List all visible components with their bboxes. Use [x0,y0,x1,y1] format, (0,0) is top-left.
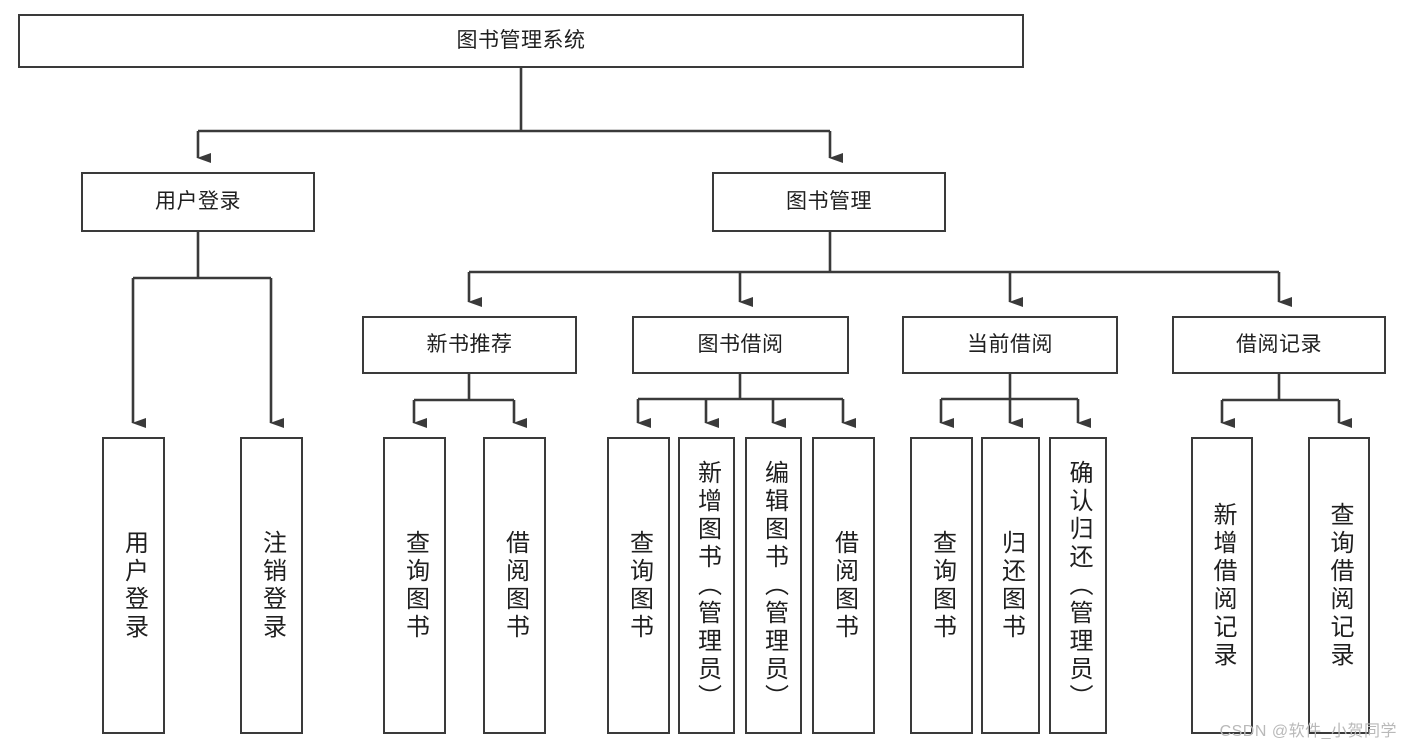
node-leaf-borrow-book-recommend[interactable]: 借阅图书 [483,437,546,734]
node-leaf-confirm-return-admin[interactable]: 确认归还（管理员） [1049,437,1107,734]
node-label: 图书管理系统 [456,29,586,53]
node-label: 归还图书 [997,529,1025,642]
node-label: 借阅图书 [501,529,529,642]
node-current-borrow[interactable]: 当前借阅 [902,316,1118,374]
node-book-borrow[interactable]: 图书借阅 [632,316,849,374]
node-label: 图书借阅 [697,333,784,357]
node-leaf-return-book[interactable]: 归还图书 [981,437,1040,734]
node-label: 查询图书 [928,529,956,642]
csdn-watermark: CSDN @软件_小贺同学 [1219,723,1397,740]
node-leaf-query-borrow-record[interactable]: 查询借阅记录 [1308,437,1370,734]
node-label: 查询图书 [625,529,653,642]
node-label: 查询图书 [401,529,429,642]
node-label: 借阅图书 [830,529,858,642]
node-label: 新增借阅记录 [1209,501,1236,670]
node-label: 新书推荐 [426,333,513,357]
node-leaf-logout-login[interactable]: 注销登录 [240,437,303,734]
node-label: 编辑图书（管理员） [760,459,788,712]
node-label: 用户登录 [120,529,148,642]
node-borrow-record[interactable]: 借阅记录 [1172,316,1386,374]
node-label: 借阅记录 [1236,333,1322,357]
node-leaf-query-book-current[interactable]: 查询图书 [910,437,973,734]
node-label: 查询借阅记录 [1326,501,1353,670]
node-user-login[interactable]: 用户登录 [81,172,315,232]
node-leaf-edit-book-admin[interactable]: 编辑图书（管理员） [745,437,802,734]
node-new-book-recommend[interactable]: 新书推荐 [362,316,577,374]
node-leaf-add-book-admin[interactable]: 新增图书（管理员） [678,437,735,734]
node-label: 注销登录 [258,529,286,642]
node-label: 图书管理 [786,190,872,214]
node-leaf-user-login[interactable]: 用户登录 [102,437,165,734]
node-leaf-query-book-recommend[interactable]: 查询图书 [383,437,446,734]
node-label: 确认归还（管理员） [1065,459,1092,712]
node-book-manage[interactable]: 图书管理 [712,172,946,232]
node-label: 用户登录 [155,190,241,214]
node-leaf-query-book-borrow[interactable]: 查询图书 [607,437,670,734]
node-label: 当前借阅 [967,333,1053,357]
node-leaf-add-borrow-record[interactable]: 新增借阅记录 [1191,437,1253,734]
node-leaf-borrow-book-borrow[interactable]: 借阅图书 [812,437,875,734]
node-root-system[interactable]: 图书管理系统 [18,14,1024,68]
node-label: 新增图书（管理员） [693,459,721,712]
